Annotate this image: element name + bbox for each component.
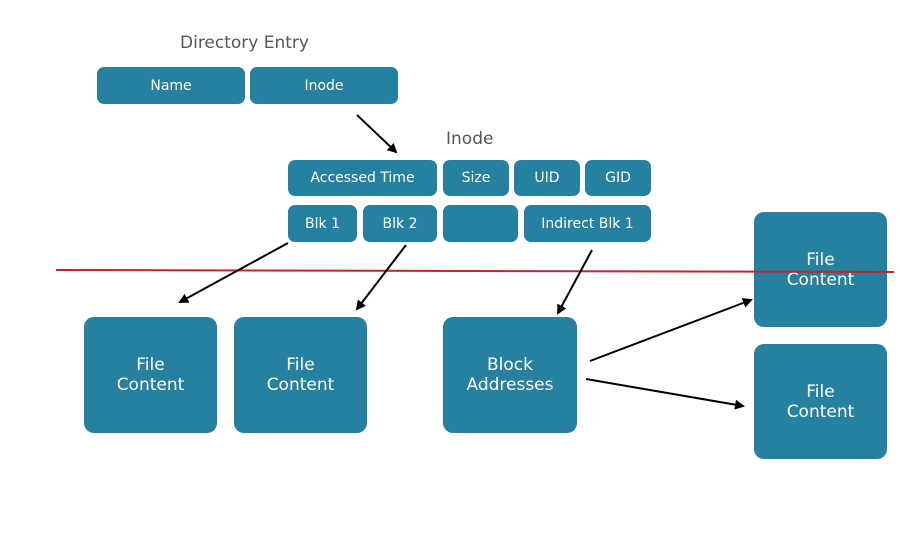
file-content-1-line1: File: [136, 355, 165, 375]
arrow-inode-pointer: [356, 114, 398, 154]
inode-blk1-field: Blk 1: [288, 205, 357, 242]
inode-title: Inode: [446, 129, 494, 149]
file-content-2-line2: Content: [266, 375, 335, 395]
file-content-4-line2: Content: [786, 401, 855, 422]
inode-empty-field: [443, 205, 518, 242]
arrow-blk2-to-file-content: [355, 244, 407, 311]
file-content-block-4: File Content: [754, 344, 887, 459]
file-content-block-1: File Content: [84, 317, 217, 433]
directory-inode-label: Inode: [304, 77, 344, 94]
blk1-label: Blk 1: [305, 215, 340, 232]
file-content-2-line1: File: [286, 355, 315, 375]
divider-line: [55, 269, 895, 273]
directory-entry-title: Directory Entry: [180, 33, 309, 53]
file-content-1-line2: Content: [116, 375, 185, 395]
file-content-block-2: File Content: [234, 317, 367, 433]
blk2-label: Blk 2: [382, 215, 418, 232]
arrow-blk1-to-file-content: [178, 242, 289, 303]
file-content-3-line2: Content: [786, 269, 855, 290]
uid-label: UID: [534, 170, 560, 186]
inode-accessed-time-field: Accessed Time: [288, 160, 437, 196]
file-content-4-line1: File: [806, 381, 835, 402]
file-content-block-3: File Content: [754, 212, 887, 327]
directory-name-label: Name: [150, 77, 192, 94]
directory-inode-field: Inode: [250, 67, 398, 104]
block-addresses-line1: Block: [487, 355, 533, 375]
arrow-addresses-to-file-content-3: [589, 298, 753, 362]
inode-uid-field: UID: [514, 160, 580, 196]
arrow-indirect-to-block-addresses: [557, 249, 593, 315]
size-label: Size: [461, 170, 491, 186]
inode-gid-field: GID: [585, 160, 651, 196]
inode-blk2-field: Blk 2: [363, 205, 437, 242]
inode-indirect-blk1-field: Indirect Blk 1: [524, 205, 651, 242]
gid-label: GID: [605, 170, 631, 186]
file-content-3-line1: File: [806, 249, 835, 270]
indirect-blk1-label: Indirect Blk 1: [541, 215, 634, 232]
arrow-addresses-to-file-content-4: [585, 378, 745, 410]
directory-name-field: Name: [97, 67, 245, 104]
inode-size-field: Size: [443, 160, 509, 196]
block-addresses-line2: Addresses: [466, 375, 554, 395]
accessed-time-label: Accessed Time: [310, 170, 415, 186]
block-addresses-block: Block Addresses: [443, 317, 577, 433]
